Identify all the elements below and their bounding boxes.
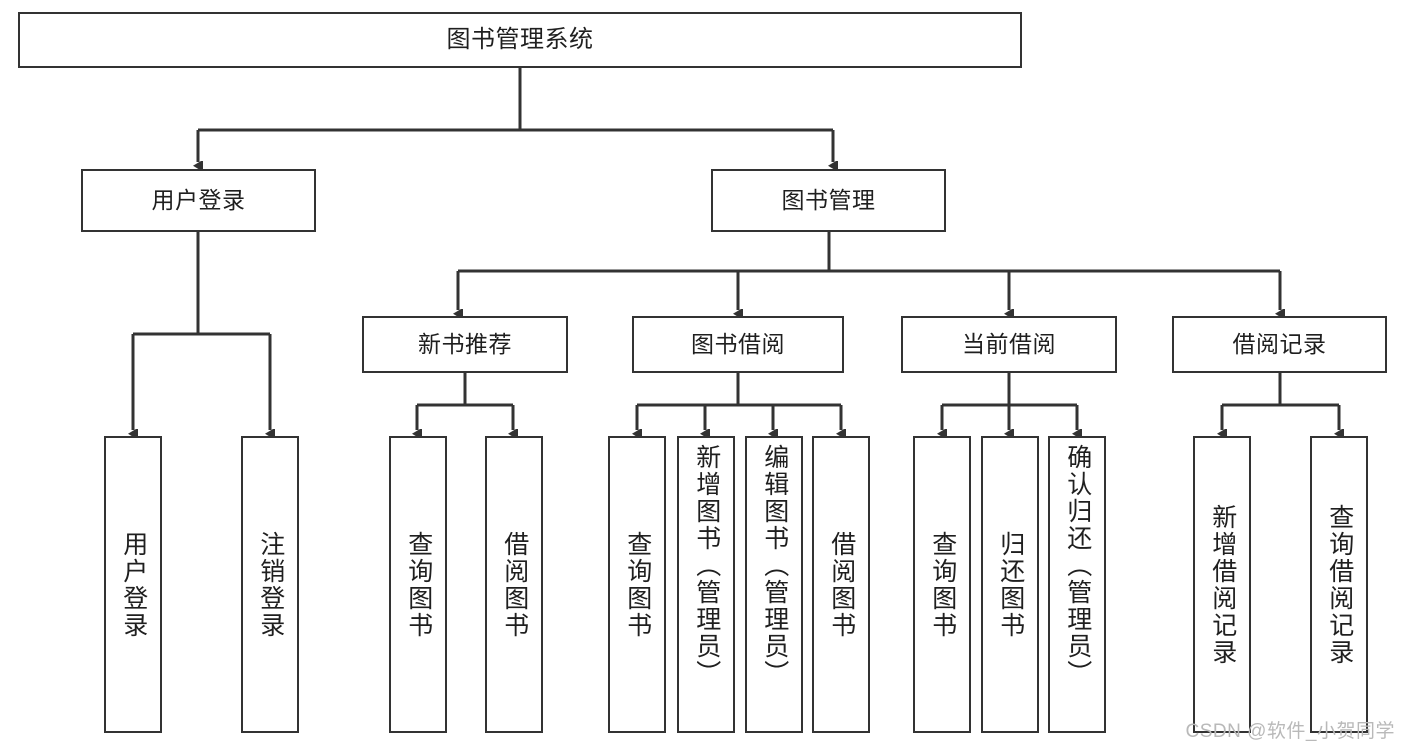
csdn-watermark: CSDN @软件_小贺同学	[1185, 721, 1395, 742]
leaf-edit-book[interactable]: 编辑图书（管理员）	[745, 436, 803, 733]
leaf-confirm-return[interactable]: 确认归还（管理员）	[1048, 436, 1106, 733]
node-label: 借阅图书	[827, 530, 856, 639]
node-label: 新增借阅记录	[1208, 503, 1237, 666]
leaf-query-book-3[interactable]: 查询图书	[913, 436, 971, 733]
leaf-user-login[interactable]: 用户登录	[104, 436, 162, 733]
node-label: 归还图书	[996, 530, 1025, 639]
node-label: 注销登录	[256, 530, 285, 639]
node-label: 用户登录	[151, 186, 246, 213]
node-label: 图书管理	[781, 186, 876, 213]
node-label: 编辑图书（管理员）	[760, 444, 789, 687]
node-new-book-recommend[interactable]: 新书推荐	[362, 316, 568, 373]
leaf-add-record[interactable]: 新增借阅记录	[1193, 436, 1251, 733]
node-label: 图书借阅	[691, 330, 785, 357]
node-label: 查询图书	[928, 530, 957, 639]
node-label: 新书推荐	[418, 330, 512, 357]
node-label: 借阅记录	[1232, 330, 1327, 357]
leaf-borrow-book-2[interactable]: 借阅图书	[812, 436, 870, 733]
leaf-query-book-2[interactable]: 查询图书	[608, 436, 666, 733]
node-label: 用户登录	[119, 530, 148, 639]
leaf-query-record[interactable]: 查询借阅记录	[1310, 436, 1368, 733]
node-label: 查询图书	[404, 530, 433, 639]
node-label: 查询图书	[623, 530, 652, 639]
node-label: 当前借阅	[962, 330, 1056, 357]
node-current-borrow[interactable]: 当前借阅	[901, 316, 1117, 373]
node-borrow-record[interactable]: 借阅记录	[1172, 316, 1387, 373]
node-book-borrow[interactable]: 图书借阅	[632, 316, 844, 373]
leaf-query-book-1[interactable]: 查询图书	[389, 436, 447, 733]
leaf-borrow-book-1[interactable]: 借阅图书	[485, 436, 543, 733]
node-book-manage[interactable]: 图书管理	[711, 169, 946, 232]
node-label: 新增图书（管理员）	[692, 444, 721, 687]
node-user-login[interactable]: 用户登录	[81, 169, 316, 232]
node-label: 借阅图书	[500, 530, 529, 639]
leaf-return-book[interactable]: 归还图书	[981, 436, 1039, 733]
node-label: 查询借阅记录	[1325, 503, 1354, 666]
leaf-user-logout[interactable]: 注销登录	[241, 436, 299, 733]
node-label: 确认归还（管理员）	[1063, 444, 1092, 687]
node-root-system[interactable]: 图书管理系统	[18, 12, 1022, 68]
leaf-add-book[interactable]: 新增图书（管理员）	[677, 436, 735, 733]
node-label: 图书管理系统	[446, 25, 594, 53]
